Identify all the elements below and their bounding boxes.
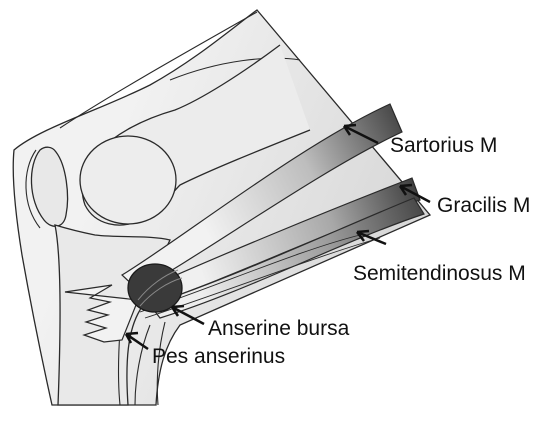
label-sartorius: Sartorius M — [390, 134, 497, 157]
label-pes-anserinus: Pes anserinus — [152, 345, 285, 368]
label-anserine-bursa: Anserine bursa — [208, 317, 350, 340]
femoral-condyle — [80, 136, 176, 224]
label-semitendinosus: Semitendinosus M — [353, 262, 526, 285]
label-gracilis: Gracilis M — [437, 194, 530, 217]
